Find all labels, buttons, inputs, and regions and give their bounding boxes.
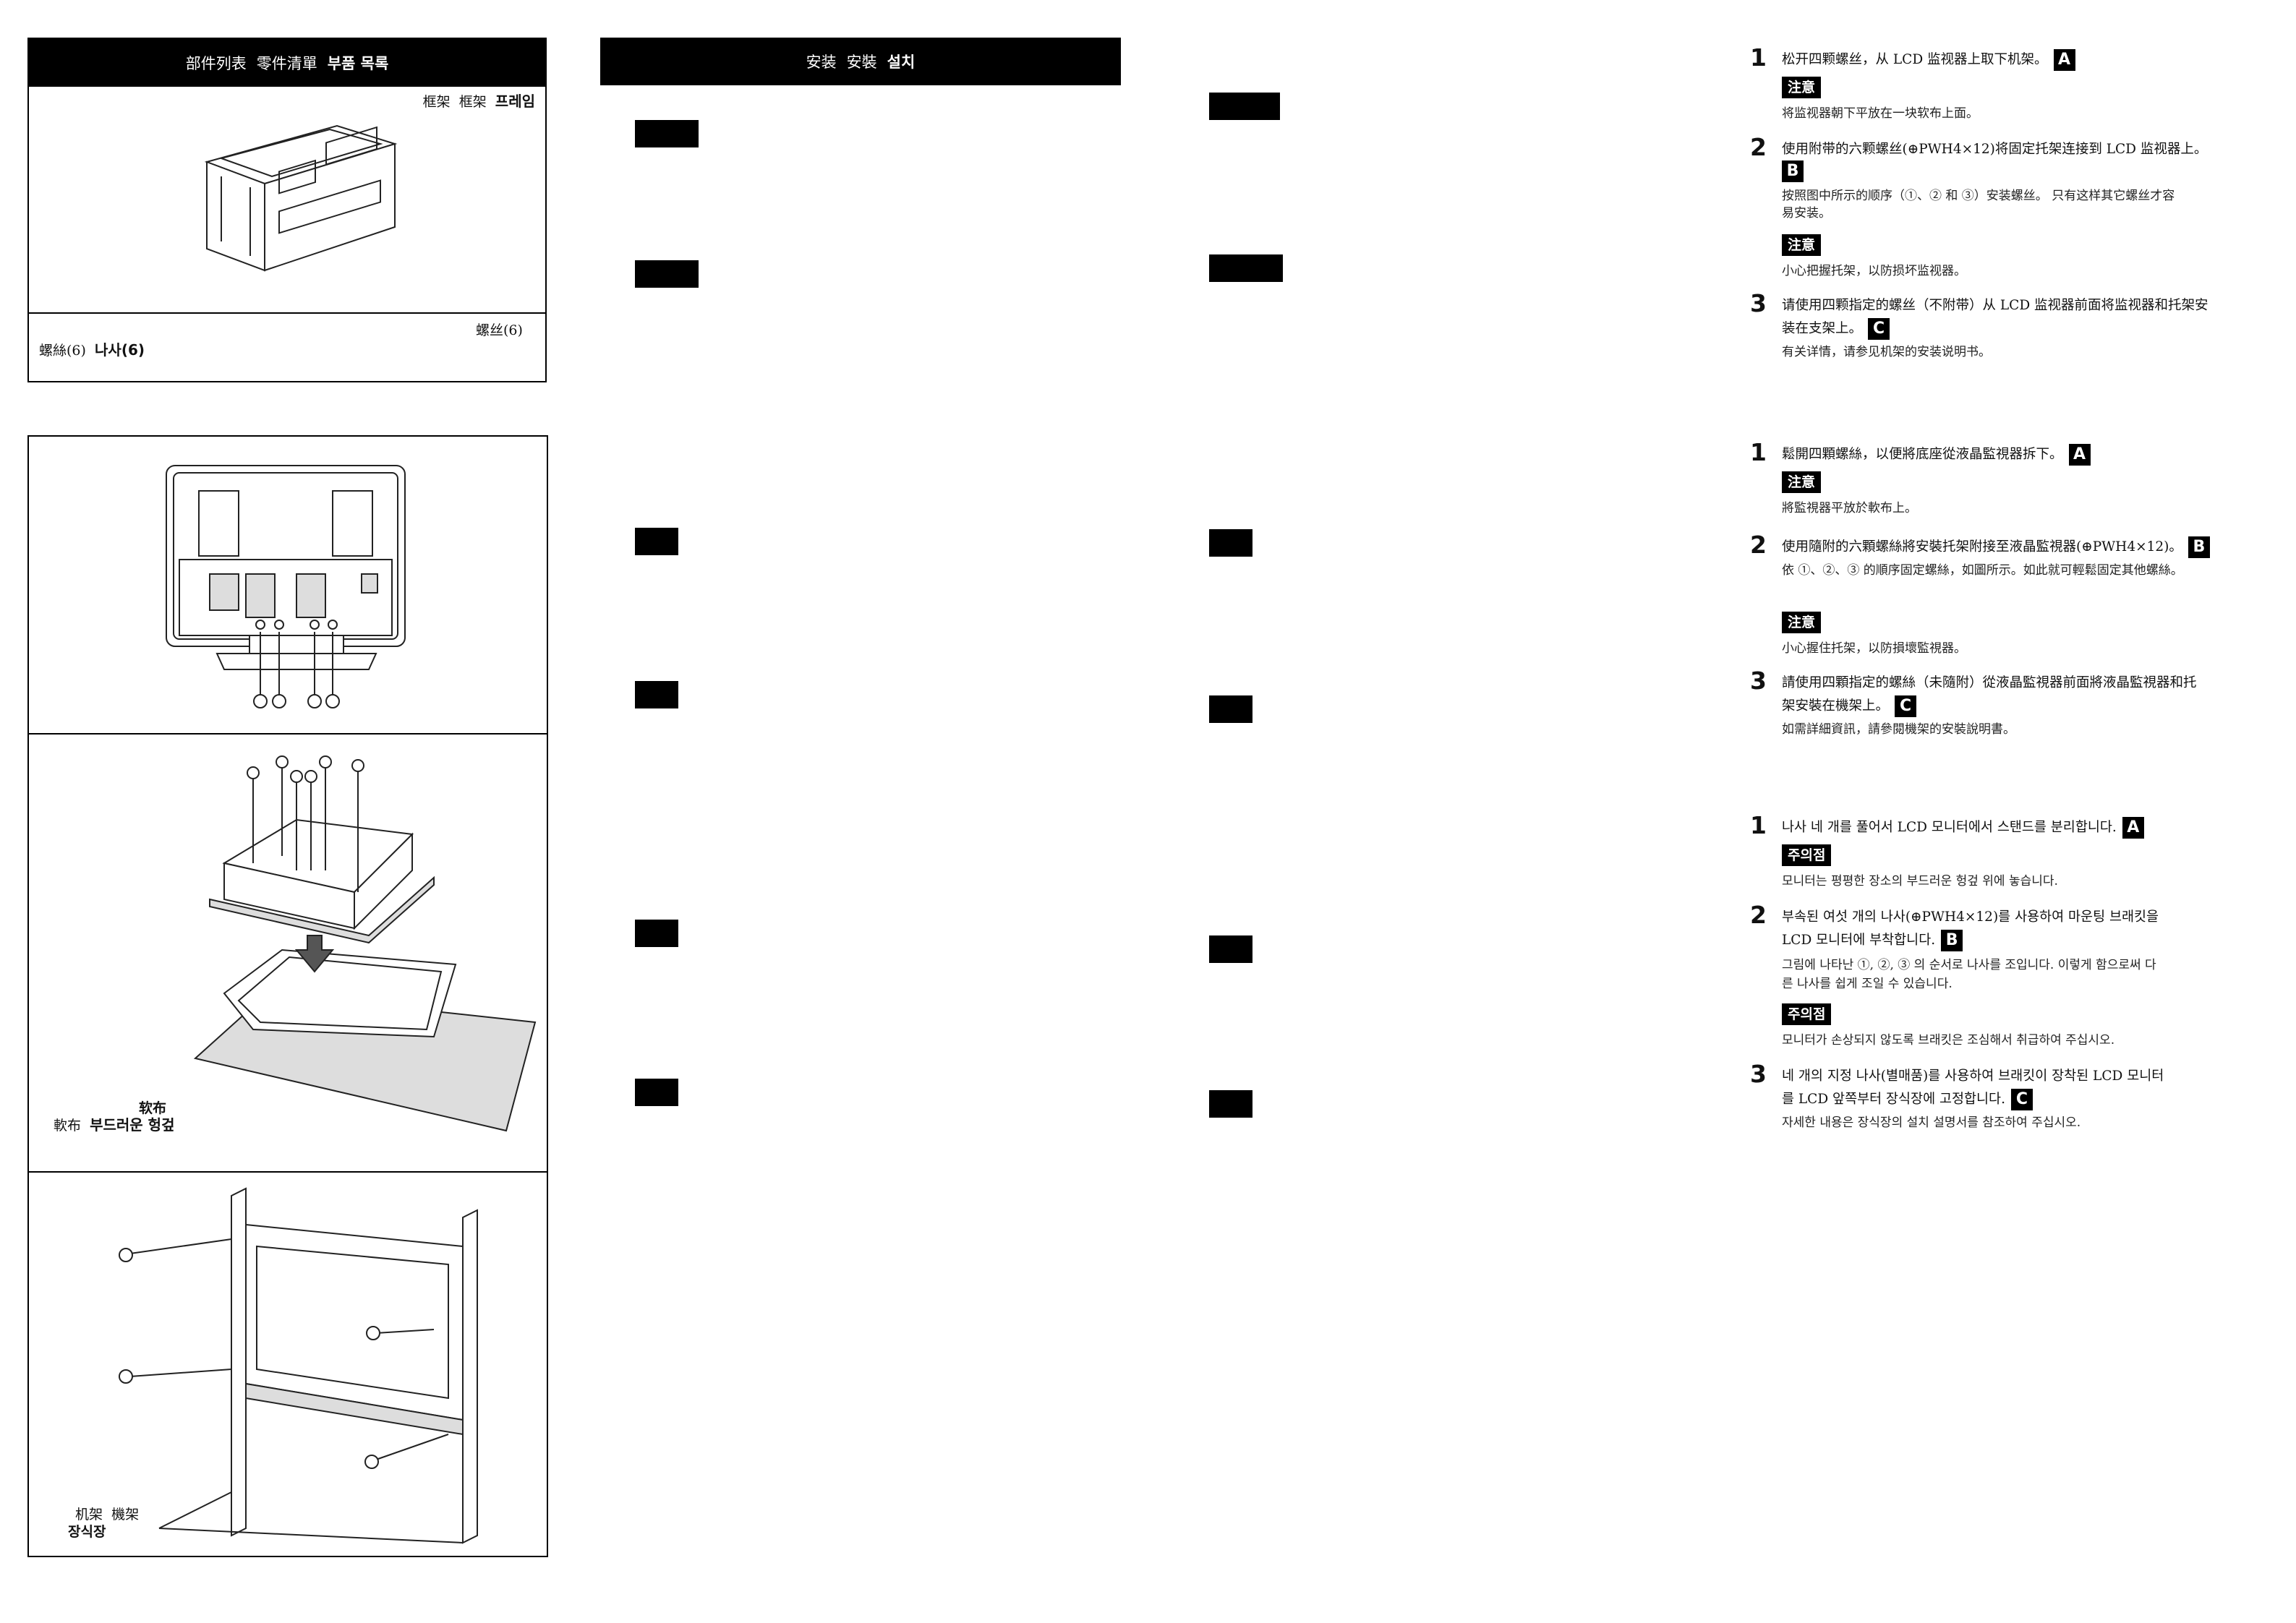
parts-list-header: 部件列表 零件清單 부품 목록: [29, 39, 545, 87]
install-header-korean: 설치: [887, 53, 916, 71]
step-text: 나사 네 개를 풀어서 LCD 모니터에서 스탠드를 분리합니다.A: [1782, 817, 2144, 839]
step-text: LCD 모니터에 부착합니다.B: [1782, 930, 1963, 951]
install-header-simplified: 安装: [806, 53, 837, 71]
redacted-block: [1209, 254, 1283, 282]
install-header-traditional: 安裝: [846, 53, 877, 71]
step-number: 1: [1750, 43, 1767, 72]
figure-divider-1: [29, 733, 547, 735]
sub-text: 按照图中所示的顺序（①、② 和 ③）安装螺丝。 只有这样其它螺丝才容: [1782, 189, 2175, 203]
note-label: 注意: [1782, 471, 1822, 493]
redacted-block: [1209, 529, 1252, 557]
redacted-block: [635, 1079, 678, 1106]
redacted-block: [1209, 935, 1252, 963]
figure-tag-c: C: [1868, 318, 1890, 340]
redacted-block: [635, 120, 699, 147]
sub-text: 有关详情，请参见机架的安装说明书。: [1782, 345, 1991, 359]
figure-tag-a: A: [2122, 817, 2144, 839]
note-label: 注意: [1782, 612, 1822, 633]
step-number: 3: [1750, 289, 1767, 317]
note-text: 小心把握托架，以防损坏监视器。: [1782, 264, 1966, 278]
parts-divider: [29, 312, 545, 314]
figure-a-monitor-back: [166, 465, 406, 708]
step-number: 1: [1750, 438, 1767, 466]
screw-label-row: 螺絲(6) 나사(6): [39, 341, 145, 359]
figure-divider-2: [29, 1171, 547, 1173]
parts-header-korean: 부품 목록: [327, 55, 389, 72]
figure-c-rack-mount: [119, 1187, 478, 1544]
sub-text: 依 ①、②、③ 的順序固定螺絲，如圖所示。如此就可輕鬆固定其他螺絲。: [1782, 563, 2183, 578]
note-text: 將監視器平放於軟布上。: [1782, 501, 1917, 515]
step-text: 装在支架上。C: [1782, 318, 1890, 340]
redacted-block: [1209, 93, 1280, 120]
step-number: 1: [1750, 811, 1767, 839]
figure-tag-b: B: [1941, 930, 1963, 951]
screw-icon: [434, 299, 463, 328]
sub-text: 자세한 내용은 장식장의 설치 설명서를 참조하여 주십시오.: [1782, 1115, 2081, 1130]
redacted-block: [1209, 1090, 1252, 1118]
step-number: 2: [1750, 901, 1767, 929]
parts-list-box: 部件列表 零件清單 부품 목록 框架 框架 프레임 螺丝(6) 螺絲(6) 나사…: [27, 38, 547, 382]
step-tag-line: B: [1782, 160, 1804, 182]
step-text: 鬆開四顆螺絲，以便將底座從液晶監視器拆下。A: [1782, 444, 2091, 466]
figures-box: 软布 軟布 부드러운 헝겊 机架 機架 장식장: [27, 435, 548, 1557]
sub-text: 그림에 나타난 ①, ②, ③ 의 순서로 나사를 조입니다. 이렇게 함으로써…: [1782, 958, 2156, 972]
step-number: 2: [1750, 133, 1767, 161]
note-label: 주의점: [1782, 844, 1832, 866]
note-text: 小心握住托架，以防損壞監視器。: [1782, 641, 1966, 656]
rack-label-row: 机架 機架: [75, 1507, 140, 1523]
parts-header-simplified: 部件列表: [185, 55, 247, 72]
step-text: 请使用四颗指定的螺丝（不附带）从 LCD 监视器前面将监视器和托架安: [1782, 298, 2208, 313]
note-label: 注意: [1782, 234, 1822, 256]
figure-tag-c: C: [1895, 695, 1917, 717]
soft-cloth-label-simplified: 软布: [139, 1100, 167, 1116]
step-number: 2: [1750, 531, 1767, 559]
screw-label-simplified: 螺丝(6): [476, 322, 523, 338]
section-traditional: 1 鬆開四顆螺絲，以便將底座從液晶監視器拆下。A 注意 將監視器平放於軟布上。 …: [1750, 438, 2278, 749]
sub-text: 른 나사를 쉽게 조일 수 있습니다.: [1782, 977, 1953, 991]
note-text: 将监视器朝下平放在一块软布上面。: [1782, 106, 1979, 121]
figure-b-bracket-attach: [193, 755, 537, 1132]
step-text: 使用附带的六颗螺丝(⊕PWH4×12)将固定托架连接到 LCD 监视器上。: [1782, 142, 2208, 157]
step-text: 네 개의 지정 나사(별매품)를 사용하여 브래킷이 장착된 LCD 모니터: [1782, 1069, 2164, 1084]
section-simplified: 1 松开四颗螺丝，从 LCD 监视器上取下机架。A 注意 将监视器朝下平放在一块…: [1750, 43, 2278, 376]
redacted-block: [635, 681, 678, 708]
install-header: 安装 安裝 설치: [600, 38, 1121, 85]
redacted-block: [635, 528, 678, 555]
step-text: 松开四颗螺丝，从 LCD 监视器上取下机架。A: [1782, 49, 2075, 71]
note-text: 모니터가 손상되지 않도록 브래킷은 조심해서 취급하여 주십시오.: [1782, 1033, 2115, 1048]
step-text: 를 LCD 앞쪽부터 장식장에 고정합니다.C: [1782, 1089, 2033, 1110]
frame-label: 框架 框架 프레임: [422, 93, 535, 110]
soft-cloth-label-row: 軟布 부드러운 헝겊: [54, 1116, 175, 1134]
step-text: 부속된 여섯 개의 나사(⊕PWH4×12)를 사용하여 마운팅 브래킷을: [1782, 909, 2159, 925]
rack-label-korean: 장식장: [68, 1524, 106, 1540]
section-korean: 1 나사 네 개를 풀어서 LCD 모니터에서 스탠드를 분리합니다.A 주의점…: [1750, 811, 2278, 1144]
sub-text: 如需詳細資訊，請參閱機架的安裝說明書。: [1782, 722, 2015, 737]
note-label: 주의점: [1782, 1003, 1832, 1025]
frame-illustration: [204, 124, 398, 272]
redacted-block: [1209, 695, 1252, 723]
step-text: 請使用四顆指定的螺絲（未隨附）從液晶監視器前面將液晶監視器和托: [1782, 675, 2197, 690]
figure-tag-c: C: [2010, 1089, 2033, 1110]
redacted-block: [635, 260, 699, 288]
parts-header-traditional: 零件清單: [256, 55, 317, 72]
step-text: 使用隨附的六顆螺絲將安裝托架附接至液晶監視器(⊕PWH4×12)。B: [1782, 536, 2210, 558]
redacted-block: [635, 920, 678, 947]
figure-tag-b: B: [1782, 160, 1804, 182]
step-text: 架安裝在機架上。C: [1782, 695, 1917, 717]
sub-text: 易安装。: [1782, 206, 1831, 220]
figure-tag-a: A: [2068, 444, 2091, 466]
note-text: 모니터는 평평한 장소의 부드러운 헝겊 위에 놓습니다.: [1782, 874, 2058, 888]
step-number: 3: [1750, 1060, 1767, 1088]
figure-tag-a: A: [2053, 49, 2075, 71]
step-number: 3: [1750, 667, 1767, 695]
note-label: 注意: [1782, 77, 1822, 98]
figure-tag-b: B: [2188, 536, 2210, 558]
